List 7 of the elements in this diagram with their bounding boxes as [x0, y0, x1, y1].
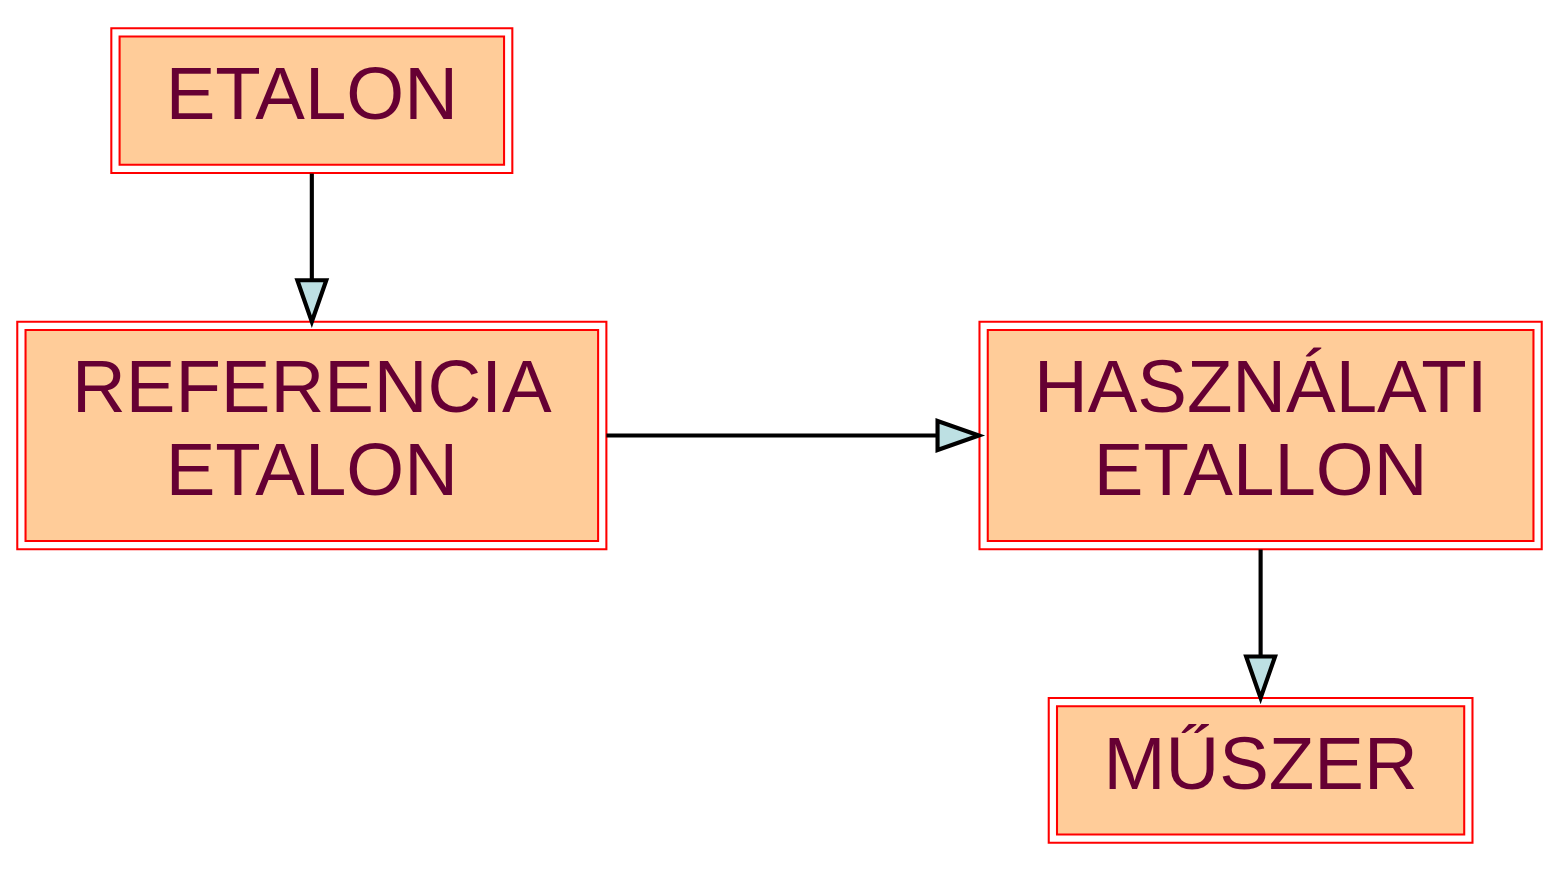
node-box: REFERENCIA ETALON [15, 320, 607, 550]
node-box: HASZNÁLATI ETALLON [977, 320, 1543, 550]
node-box: MŰSZER [1047, 696, 1473, 844]
arrow [605, 417, 985, 453]
arrow [1242, 549, 1278, 704]
arrow [293, 173, 329, 328]
node-box: ETALON [109, 26, 513, 174]
